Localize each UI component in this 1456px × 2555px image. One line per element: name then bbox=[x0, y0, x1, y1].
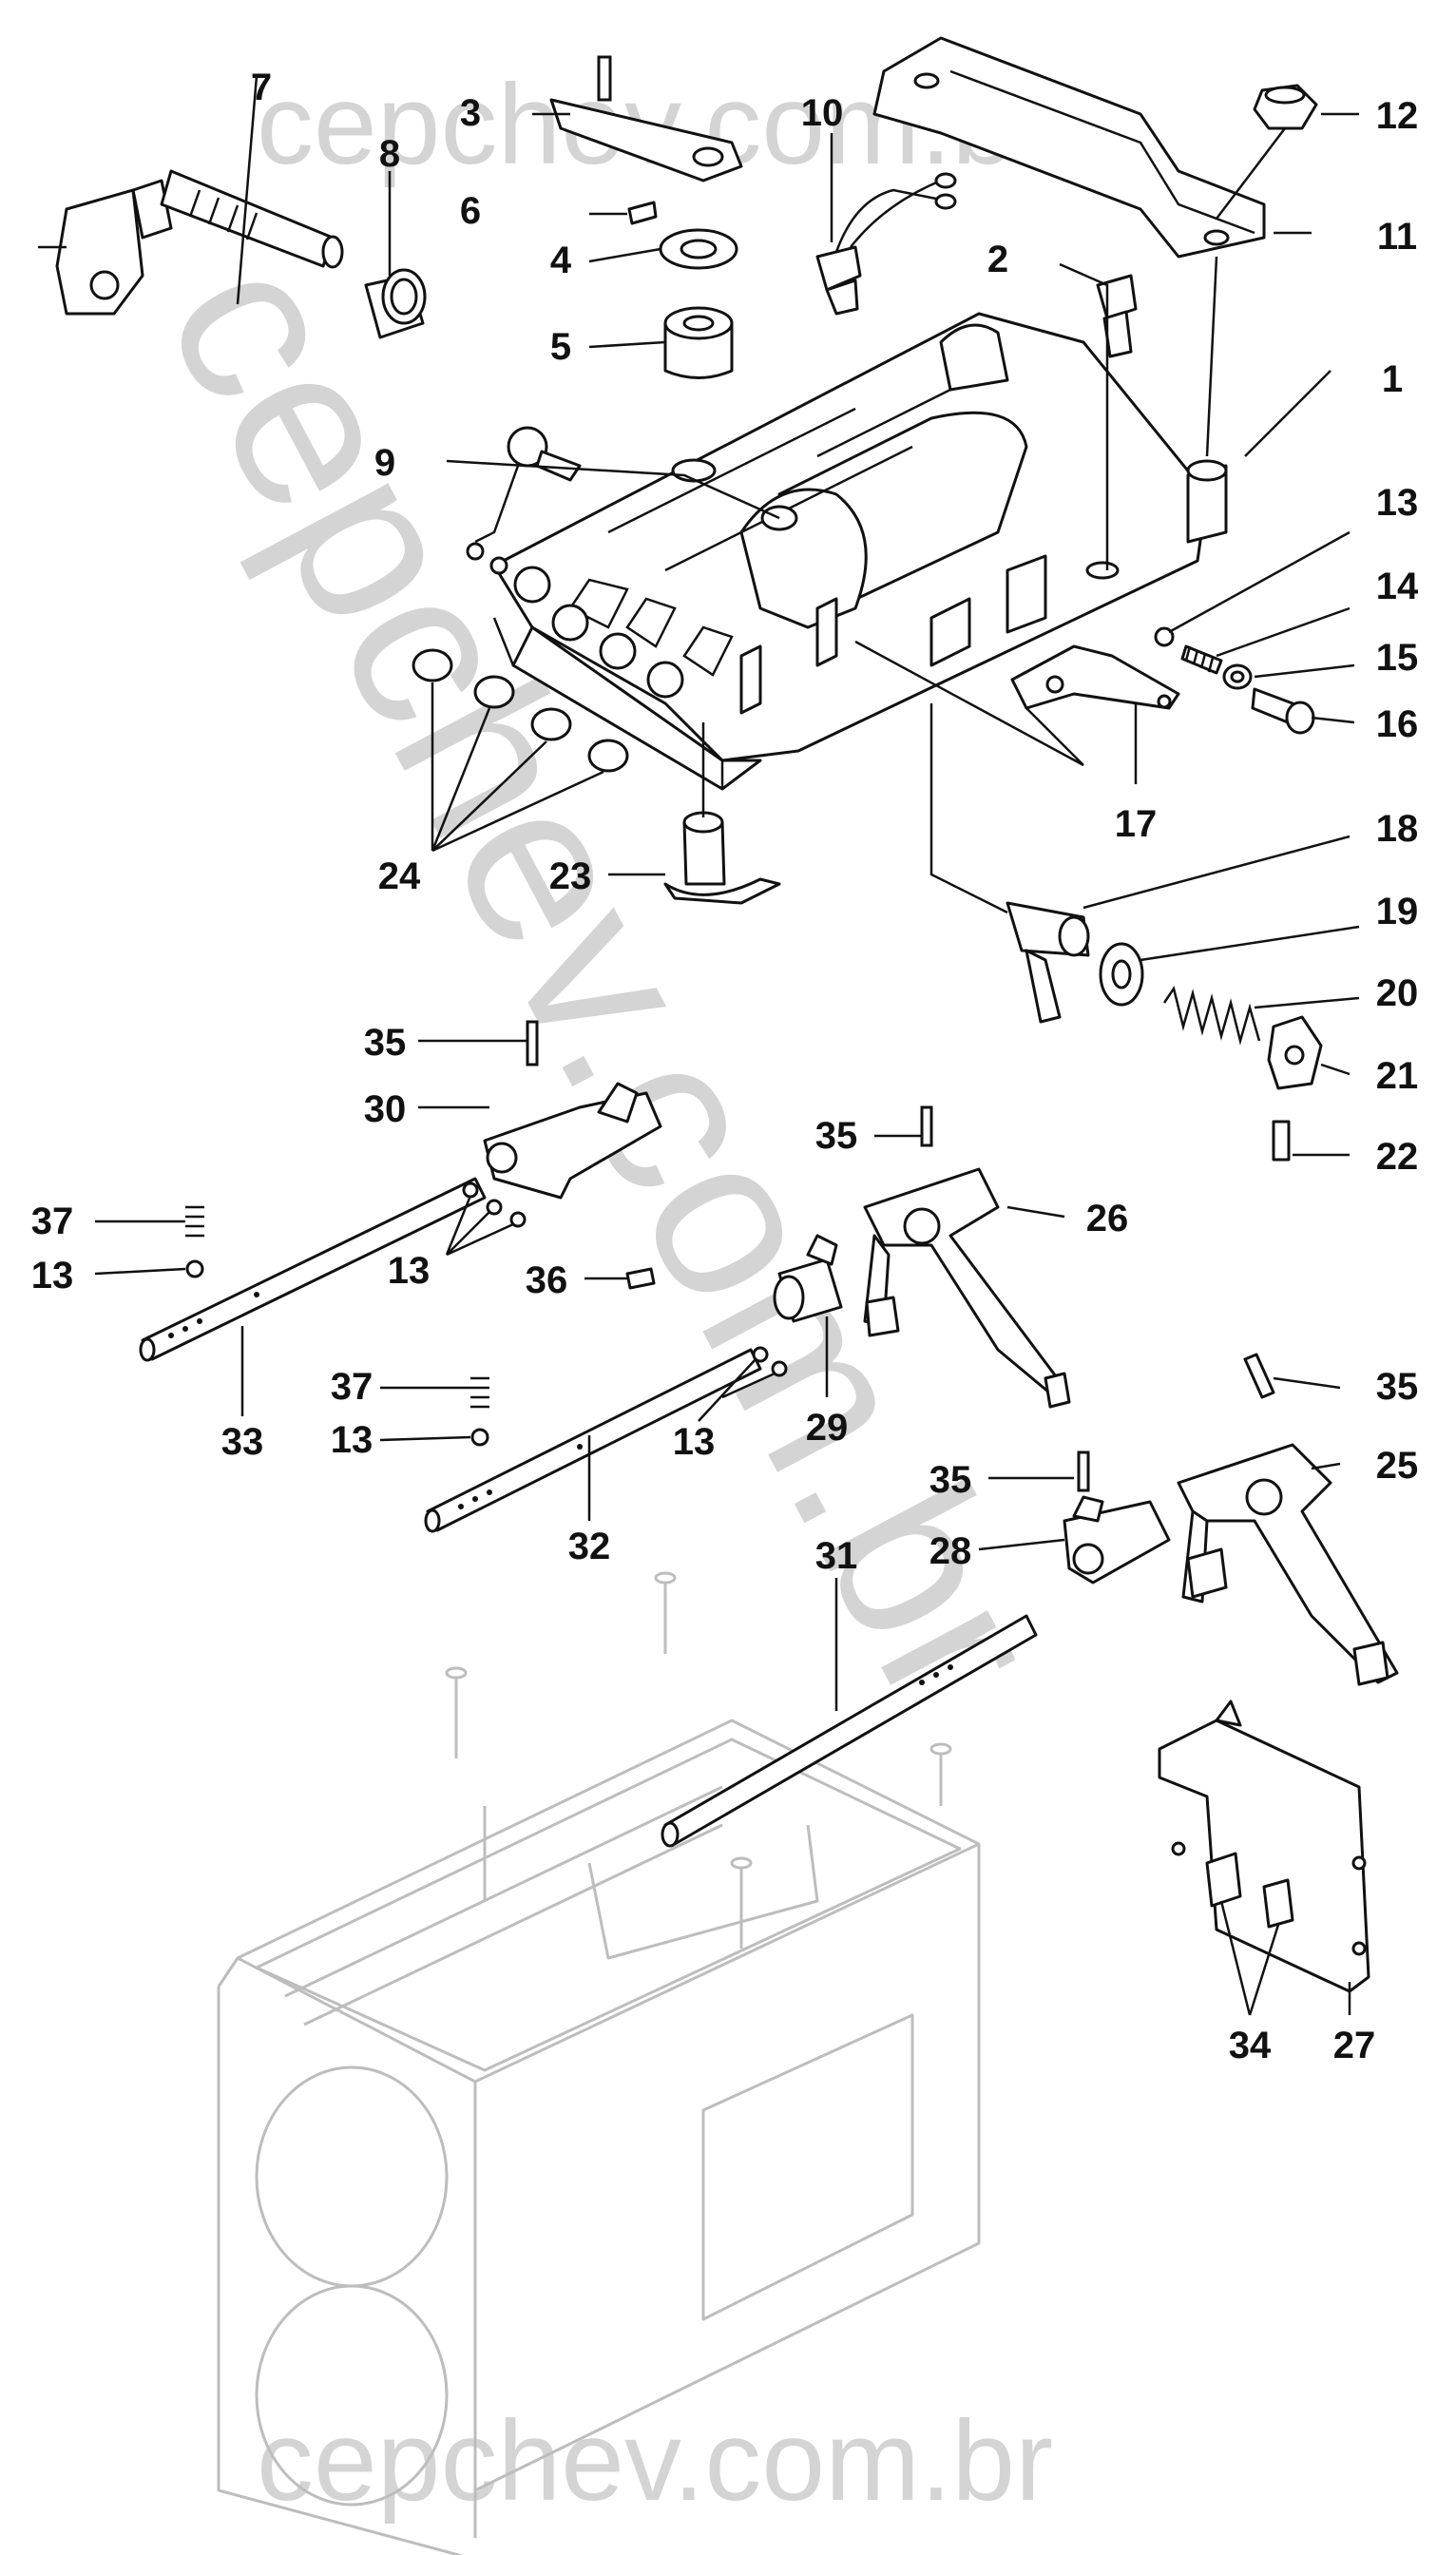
callout-13-detent: 13 bbox=[1376, 482, 1419, 524]
callout-19: 19 bbox=[1376, 891, 1419, 932]
callout-12: 12 bbox=[1376, 95, 1419, 137]
callout-18: 18 bbox=[1376, 808, 1419, 850]
watermark-bottom: cepchev.com.br bbox=[257, 2397, 1053, 2525]
callout-36: 36 bbox=[526, 1259, 568, 1301]
part-27-gate-plate bbox=[1158, 1700, 1370, 1993]
callout-28: 28 bbox=[929, 1530, 972, 1572]
part-24-plugs bbox=[412, 648, 629, 773]
small-parts bbox=[185, 1020, 1275, 1492]
part-18-selector-arm bbox=[1006, 901, 1090, 1024]
callout-32: 32 bbox=[568, 1526, 611, 1567]
callout-20: 20 bbox=[1376, 972, 1419, 1014]
callout-13-upper-left: 13 bbox=[31, 1255, 74, 1297]
part-26-shift-fork bbox=[863, 1167, 1071, 1409]
part-20-spring bbox=[1162, 985, 1261, 1046]
callout-17: 17 bbox=[1115, 803, 1158, 845]
leader-lines bbox=[94, 75, 1360, 2016]
part-10-switch bbox=[815, 172, 957, 316]
callout-31: 31 bbox=[815, 1535, 858, 1577]
part-30-selector-block bbox=[483, 1082, 662, 1200]
callout-15: 15 bbox=[1376, 637, 1419, 679]
callout-2: 2 bbox=[987, 239, 1008, 280]
part-28-selector-block bbox=[1063, 1495, 1171, 1585]
callout-27: 27 bbox=[1333, 2025, 1376, 2066]
callout-23: 23 bbox=[549, 855, 592, 897]
callout-21: 21 bbox=[1376, 1055, 1419, 1097]
callout-22: 22 bbox=[1376, 1136, 1419, 1178]
part-2-bolt bbox=[1096, 274, 1138, 358]
part-9-sensor bbox=[466, 426, 582, 575]
callout-14: 14 bbox=[1376, 566, 1419, 607]
callout-25: 25 bbox=[1376, 1445, 1419, 1487]
callout-13-upper-balls: 13 bbox=[388, 1250, 431, 1292]
callout-37-upper: 37 bbox=[31, 1201, 74, 1242]
parts-13-16-detent-set bbox=[1154, 626, 1315, 735]
callout-26: 26 bbox=[1086, 1198, 1129, 1239]
callout-35-lower: 35 bbox=[929, 1459, 972, 1501]
part-7-shift-shaft bbox=[38, 169, 344, 316]
part-23-rocker bbox=[663, 811, 781, 905]
callout-13-lower-balls: 13 bbox=[673, 1421, 716, 1463]
callout-labels: 1 2 3 4 5 6 7 8 9 10 11 12 13 14 15 16 1… bbox=[31, 67, 1419, 2066]
part-31-rail bbox=[661, 1614, 1038, 1848]
callout-35-mid: 35 bbox=[815, 1115, 858, 1157]
callout-8: 8 bbox=[379, 133, 400, 175]
callout-5: 5 bbox=[550, 326, 571, 368]
part-32-rail bbox=[424, 1348, 762, 1533]
part-29-collar bbox=[773, 1234, 843, 1323]
cover-housing bbox=[492, 312, 1228, 791]
callout-30: 30 bbox=[364, 1088, 407, 1130]
callout-1: 1 bbox=[1382, 358, 1403, 400]
part-12-nut bbox=[1253, 84, 1318, 130]
transmission-housing-ghost bbox=[217, 1571, 981, 2555]
part-25-shift-fork bbox=[1177, 1443, 1399, 1686]
callout-3: 3 bbox=[460, 92, 481, 134]
part-17-guide-plate bbox=[1010, 644, 1180, 710]
callout-29: 29 bbox=[806, 1407, 849, 1449]
part-4-washer bbox=[659, 228, 738, 270]
callout-16: 16 bbox=[1376, 703, 1419, 745]
callout-4: 4 bbox=[550, 240, 572, 281]
callout-24: 24 bbox=[378, 855, 421, 897]
part-5-sleeve bbox=[663, 306, 734, 379]
part-22-pin bbox=[1272, 1120, 1291, 1162]
part-8-bushing bbox=[364, 268, 427, 339]
callout-37-lower: 37 bbox=[331, 1366, 374, 1408]
callout-35-right: 35 bbox=[1376, 1366, 1419, 1408]
callout-10: 10 bbox=[801, 92, 844, 134]
part-19-washer bbox=[1099, 942, 1144, 1007]
callout-33: 33 bbox=[221, 1421, 264, 1463]
callout-11: 11 bbox=[1377, 216, 1417, 258]
part-33-rail bbox=[139, 1177, 487, 1362]
callout-9: 9 bbox=[374, 442, 395, 484]
part-21-cam bbox=[1267, 1015, 1323, 1090]
part-6-pin bbox=[627, 201, 658, 225]
callout-7: 7 bbox=[251, 67, 272, 108]
callout-35-upper: 35 bbox=[364, 1022, 407, 1064]
callout-6: 6 bbox=[460, 190, 481, 232]
callout-13-lower-left: 13 bbox=[331, 1419, 374, 1461]
callout-34: 34 bbox=[1229, 2025, 1272, 2066]
part-3-plate bbox=[549, 55, 743, 182]
